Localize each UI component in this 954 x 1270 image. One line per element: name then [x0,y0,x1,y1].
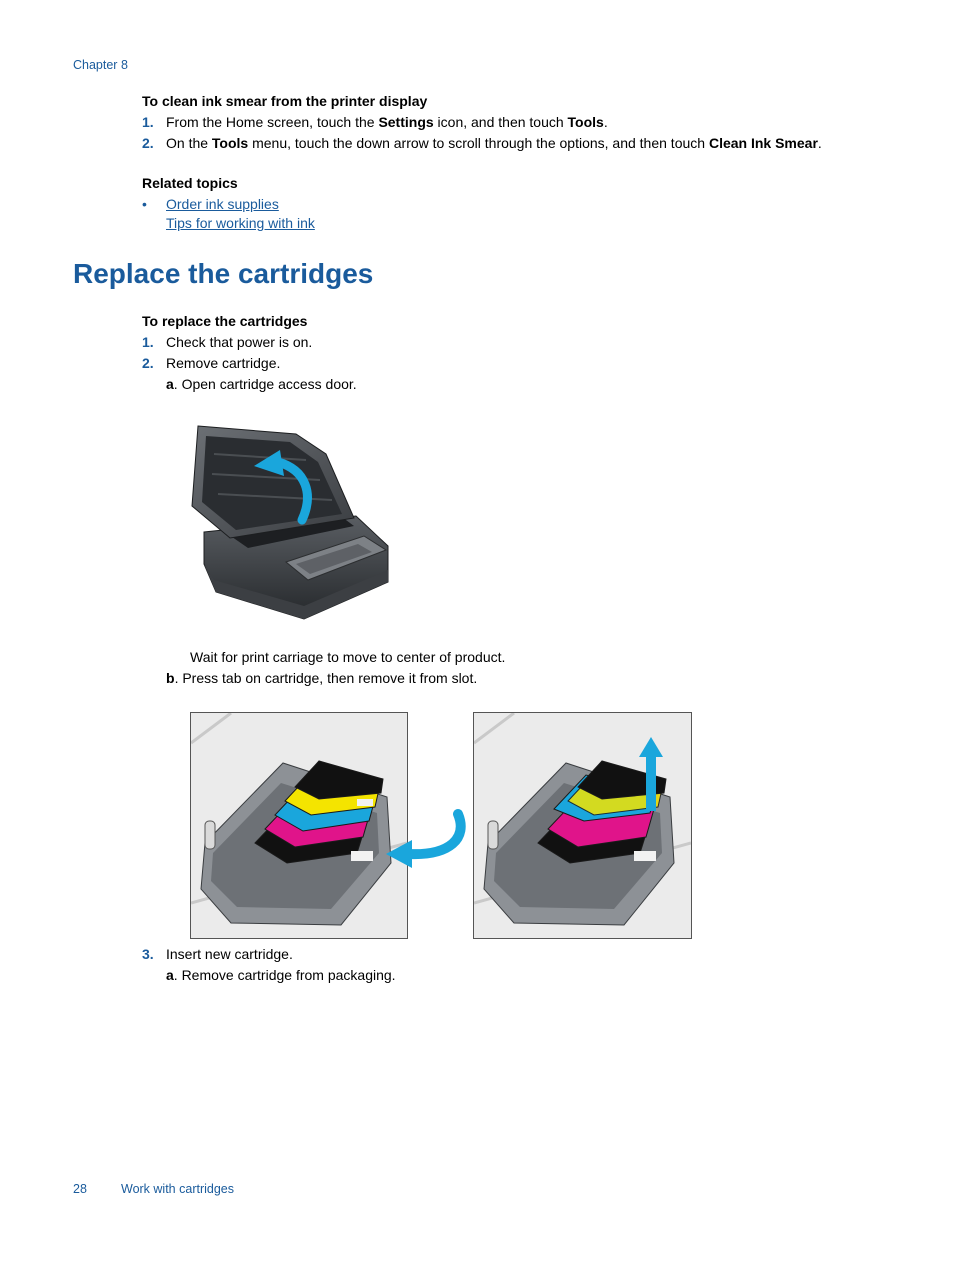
printer-open-door-illustration [186,414,390,624]
push-arrow-icon [384,808,470,870]
cartridge-remove-illustration [473,712,692,939]
ink-smear-step-1: From the Home screen, touch the Settings… [166,114,608,130]
footer-title: Work with cartridges [121,1182,234,1196]
chapter-label: Chapter 8 [73,58,128,72]
link-order-ink-supplies[interactable]: Order ink supplies [166,196,279,212]
page-number: 28 [73,1182,87,1196]
replace-step-2: Remove cartridge. [166,355,281,371]
ink-smear-step-2-number: 2. [142,135,154,151]
replace-step-2b: b. Press tab on cartridge, then remove i… [166,670,478,686]
replace-step-3-number: 3. [142,946,154,962]
replace-step-2-number: 2. [142,355,154,371]
replace-step-1-number: 1. [142,334,154,350]
replace-step-2a: a. Open cartridge access door. [166,376,357,392]
cartridge-press-tab-illustration [190,712,408,939]
replace-step-3a: a. Remove cartridge from packaging. [166,967,396,983]
replace-procedure-heading: To replace the cartridges [142,313,308,329]
bullet: • [142,196,147,212]
ink-smear-step-1-number: 1. [142,114,154,130]
link-tips-working-with-ink[interactable]: Tips for working with ink [166,215,315,231]
related-topics-heading: Related topics [142,175,238,191]
ink-smear-step-2: On the Tools menu, touch the down arrow … [166,135,822,151]
section-title: Replace the cartridges [73,258,374,289]
wait-instruction: Wait for print carriage to move to cente… [190,649,506,665]
ink-smear-heading: To clean ink smear from the printer disp… [142,93,428,109]
replace-step-1: Check that power is on. [166,334,313,350]
replace-step-3: Insert new cartridge. [166,946,293,962]
